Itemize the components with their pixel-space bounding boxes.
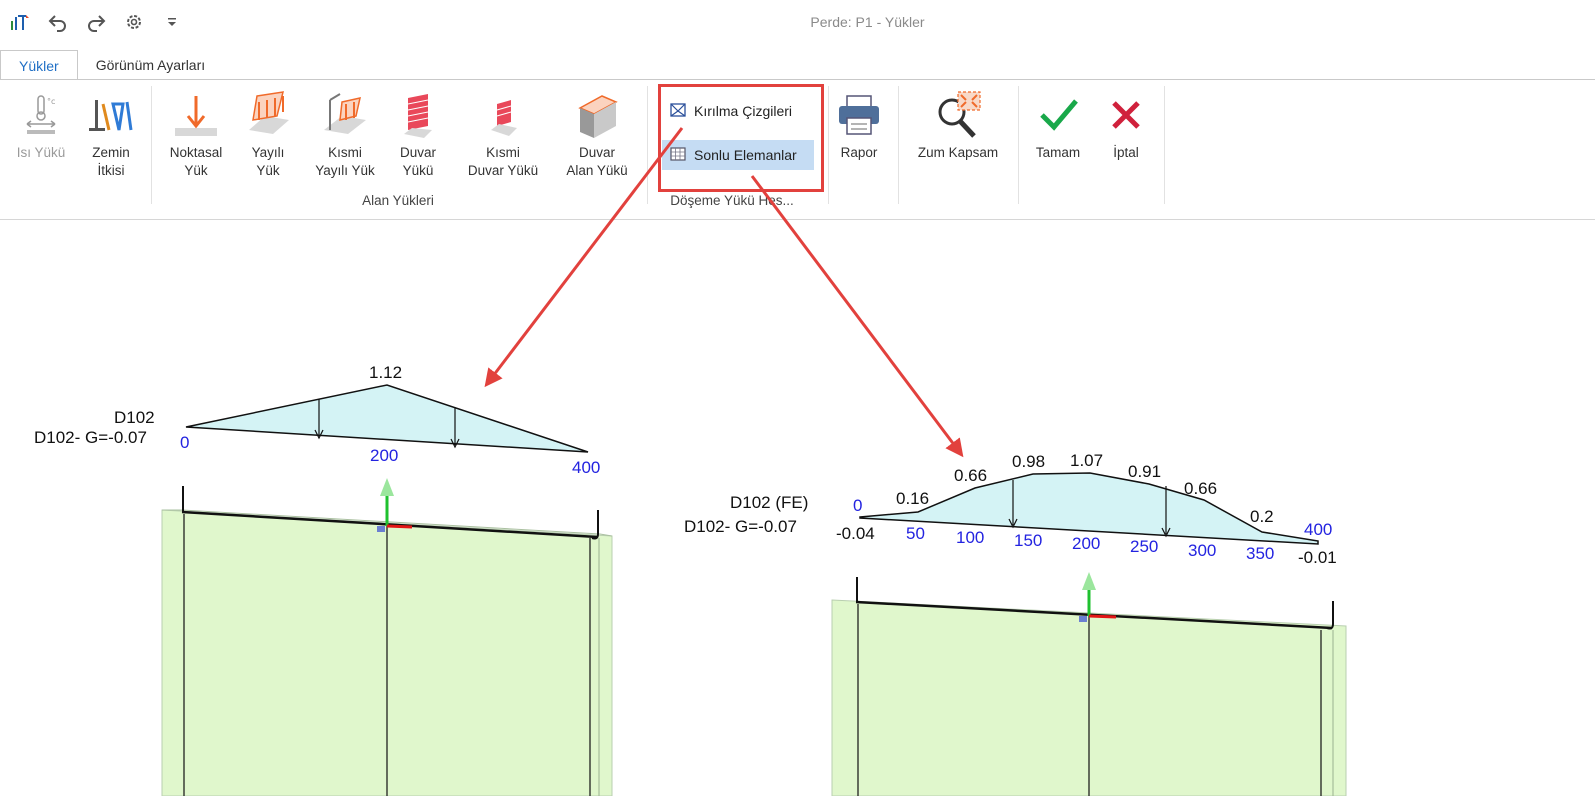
- right-value-100: 0.66: [954, 466, 988, 485]
- close-x-icon: [1100, 86, 1152, 144]
- distributed-load-icon: [238, 86, 298, 144]
- right-value-50: 0.16: [896, 489, 930, 508]
- printer-icon: [832, 86, 886, 144]
- partial-distributed-load-icon: [306, 86, 384, 144]
- customize-toolbar-dropdown-icon[interactable]: [158, 8, 186, 36]
- noktasal-yuk-button[interactable]: Noktasal Yük: [160, 86, 232, 180]
- undo-icon[interactable]: [44, 8, 72, 36]
- right-diagram-load-label: D102- G=-0.07: [684, 517, 797, 536]
- zoom-extent-icon: [908, 86, 1008, 144]
- zemin-itkisi-button[interactable]: Zemin İtkisi: [80, 86, 142, 180]
- redo-icon[interactable]: [82, 8, 110, 36]
- duvar-yuku-button[interactable]: Duvar Yükü: [390, 86, 446, 180]
- rapor-button[interactable]: Rapor: [832, 86, 886, 162]
- break-lines-icon: [670, 102, 686, 121]
- right-start-value: -0.04: [836, 524, 875, 543]
- partial-wall-load-icon: [458, 86, 548, 144]
- right-value-300: 0.66: [1184, 479, 1218, 498]
- kismi-duvar-yuku-button[interactable]: Kısmi Duvar Yükü: [458, 86, 548, 180]
- right-value-350: 0.2: [1250, 507, 1274, 526]
- right-diagram-name: D102 (FE): [730, 493, 809, 512]
- left-station-200: 200: [370, 446, 399, 465]
- left-peak-value: 1.12: [369, 363, 403, 382]
- right-station-150: 150: [1014, 531, 1043, 550]
- app-logo-icon[interactable]: [6, 8, 34, 36]
- right-station-end: 400: [1304, 520, 1333, 539]
- right-station-50: 50: [906, 524, 925, 543]
- zum-kapsam-button[interactable]: Zum Kapsam: [908, 86, 1008, 162]
- sonlu-elemanlar-button[interactable]: Sonlu Elemanlar: [662, 140, 814, 170]
- point-load-icon: [160, 86, 232, 144]
- kirilma-cizgileri-button[interactable]: Kırılma Çizgileri: [662, 96, 800, 126]
- ribbon-separator: [898, 86, 899, 204]
- window-title: Perde: P1 - Yükler: [810, 14, 925, 30]
- kismi-yayili-yuk-button[interactable]: Kısmi Yayılı Yük: [306, 86, 384, 180]
- yayili-yuk-button[interactable]: Yayılı Yük: [238, 86, 298, 180]
- right-end-value: -0.01: [1298, 548, 1337, 567]
- right-station-250: 250: [1130, 537, 1159, 556]
- right-wall-panel: [831, 572, 1347, 796]
- ribbon-separator: [151, 86, 152, 204]
- tab-divider: [0, 79, 1595, 80]
- left-wall-panel: [161, 478, 613, 796]
- right-station-200: 200: [1072, 534, 1101, 553]
- svg-text:°c: °c: [47, 97, 55, 106]
- right-value-250: 0.91: [1128, 462, 1162, 481]
- right-station-300: 300: [1188, 541, 1217, 560]
- duvar-alan-yuku-button[interactable]: Duvar Alan Yükü: [558, 86, 636, 180]
- wall-area-load-icon: [558, 86, 636, 144]
- checkmark-icon: [1028, 86, 1088, 144]
- settings-gear-icon[interactable]: [120, 8, 148, 36]
- ribbon-separator: [828, 86, 829, 204]
- right-station-start: 0: [853, 496, 863, 515]
- quick-access-toolbar: [6, 8, 186, 36]
- thermometer-icon: °c: [8, 86, 74, 144]
- right-station-100: 100: [956, 528, 985, 547]
- left-station-400: 400: [572, 458, 601, 477]
- title-bar: Perde: P1 - Yükler: [0, 0, 1595, 46]
- ribbon-separator: [1018, 86, 1019, 204]
- isi-yuku-button[interactable]: °c Isı Yükü: [8, 86, 74, 162]
- wall-load-icon: [390, 86, 446, 144]
- tab-gorunum-ayarlari[interactable]: Görünüm Ayarları: [95, 57, 206, 73]
- ribbon-separator: [1164, 86, 1165, 204]
- right-value-150: 0.98: [1012, 452, 1046, 471]
- doseme-yuku-group-label: Döşeme Yükü Hes...: [670, 193, 794, 208]
- alan-yukleri-group-label: Alan Yükleri: [362, 193, 434, 208]
- tamam-button[interactable]: Tamam: [1028, 86, 1088, 162]
- right-load-diagram: [859, 472, 1319, 545]
- right-value-200: 1.07: [1070, 451, 1104, 470]
- iptal-button[interactable]: İptal: [1100, 86, 1152, 162]
- left-load-diagram: [185, 384, 589, 453]
- left-diagram-load-label: D102- G=-0.07: [34, 428, 147, 447]
- highlight-annotation-box: [658, 84, 824, 192]
- tab-yukler[interactable]: Yükler: [0, 50, 78, 80]
- left-station-0: 0: [180, 433, 190, 452]
- right-station-350: 350: [1246, 544, 1275, 563]
- ribbon-tabs: Yükler Görünüm Ayarları: [0, 50, 223, 80]
- left-diagram-name: D102: [114, 408, 155, 427]
- ribbon-separator: [647, 86, 648, 204]
- soil-pressure-icon: [80, 86, 142, 144]
